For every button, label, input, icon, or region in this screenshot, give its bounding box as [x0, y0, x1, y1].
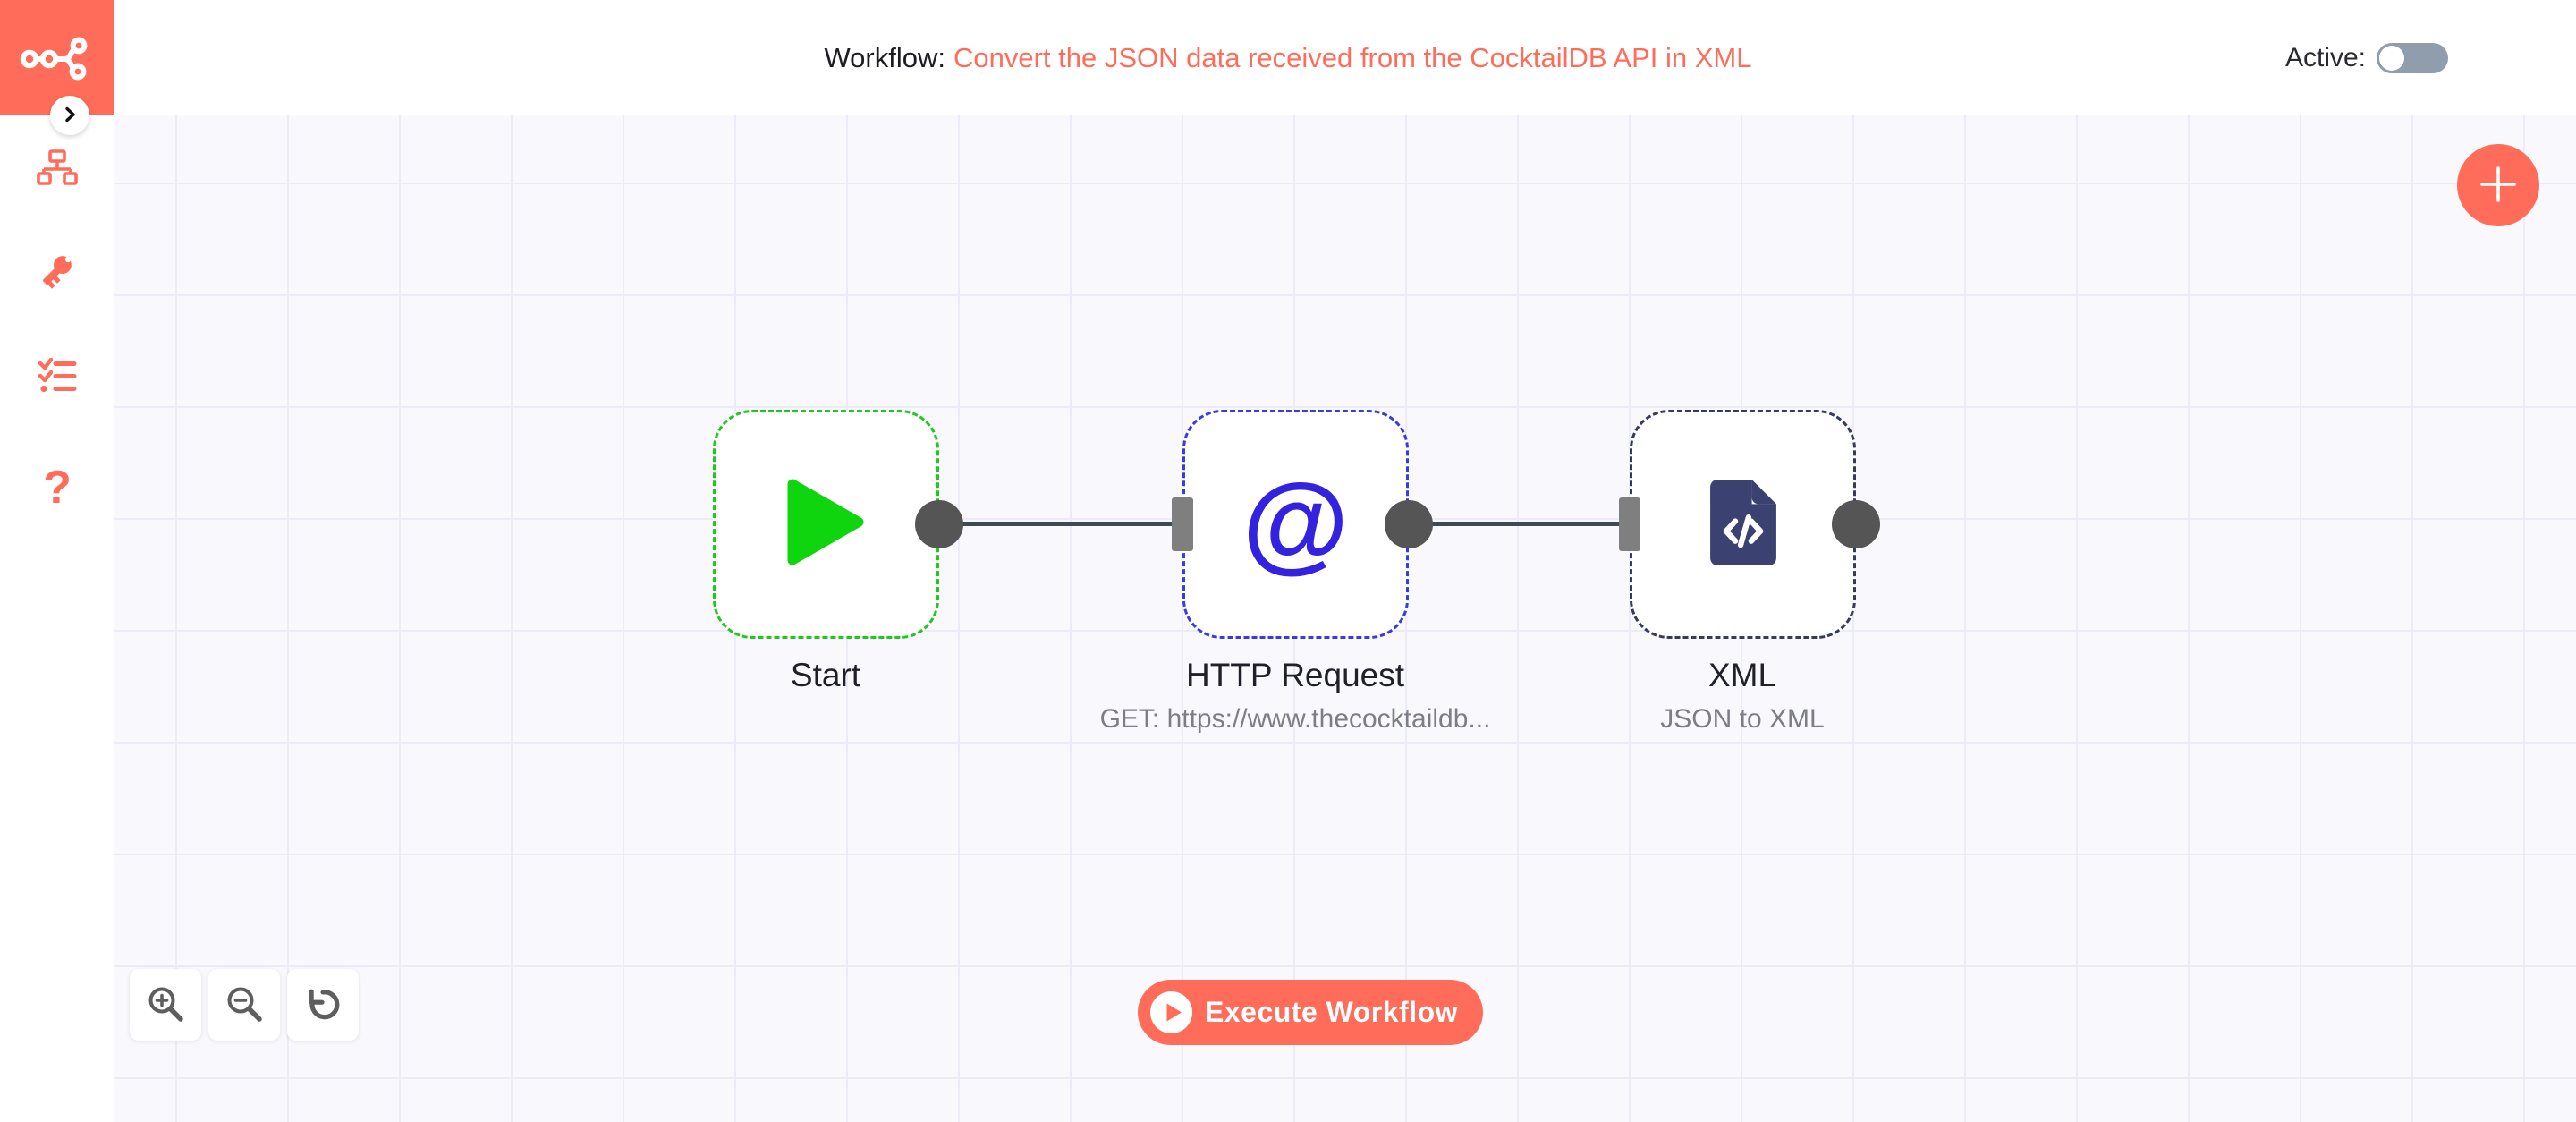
node-label: HTTP Request	[1185, 657, 1405, 693]
output-endpoint[interactable]	[1832, 500, 1880, 548]
zoom-out-button[interactable]	[208, 969, 280, 1041]
reset-zoom-button[interactable]	[287, 969, 359, 1041]
active-label: Active:	[2284, 42, 2366, 72]
sidebar-collapse-button[interactable]	[50, 96, 89, 135]
file-code-icon	[1709, 479, 1776, 570]
input-endpoint[interactable]	[1172, 497, 1193, 551]
plus-icon	[2480, 166, 2516, 205]
sidebar-item-workflows[interactable]	[36, 148, 79, 191]
execute-workflow-label: Execute Workflow	[1205, 996, 1459, 1028]
play-icon	[787, 478, 866, 571]
workflow-title: Workflow: Convert the JSON data received…	[0, 0, 2576, 115]
at-icon: @	[1242, 461, 1349, 582]
node-start[interactable]	[713, 410, 939, 639]
input-endpoint[interactable]	[1619, 497, 1640, 551]
workflow-title-label: Workflow:	[824, 41, 945, 73]
connection-line[interactable]	[939, 522, 1182, 526]
sidebar-item-executions[interactable]	[36, 354, 79, 397]
chevron-right-icon	[61, 106, 79, 126]
sidebar: ?	[0, 0, 114, 1122]
zoom-in-button[interactable]	[130, 969, 201, 1041]
workflow-canvas[interactable]: @ Start HTTP Request XML GET: https://ww…	[114, 115, 2576, 1122]
add-node-button[interactable]	[2457, 144, 2539, 226]
node-xml[interactable]	[1630, 410, 1856, 639]
node-subtitle: GET: https://www.thecocktaildb...	[1099, 704, 1491, 734]
sitemap-icon	[37, 149, 78, 190]
sidebar-item-credentials[interactable]	[36, 250, 79, 293]
node-label: Start	[790, 657, 861, 693]
node-http-request[interactable]: @	[1182, 410, 1409, 639]
workflow-title-text[interactable]: Convert the JSON data received from the …	[953, 41, 1752, 73]
sidebar-item-help[interactable]: ?	[36, 462, 79, 514]
active-toggle[interactable]	[2377, 42, 2448, 73]
key-icon	[37, 250, 78, 293]
active-control: Active:	[2285, 0, 2448, 115]
node-subtitle: JSON to XML	[1660, 704, 1825, 734]
connection-line[interactable]	[1409, 522, 1630, 526]
n8n-logo-icon	[19, 30, 96, 85]
output-endpoint[interactable]	[1385, 500, 1433, 548]
node-label: XML	[1707, 657, 1777, 693]
magnifier-minus-icon	[225, 984, 264, 1026]
output-endpoint[interactable]	[915, 500, 963, 548]
undo-icon	[303, 984, 343, 1026]
list-check-icon	[38, 356, 77, 396]
n8n-logo[interactable]	[0, 0, 114, 115]
header	[114, 0, 2576, 115]
magnifier-plus-icon	[146, 984, 185, 1026]
execute-workflow-button[interactable]: Execute Workflow	[1138, 980, 1484, 1045]
play-circle-icon	[1150, 991, 1192, 1033]
question-mark-icon: ?	[43, 462, 72, 514]
toggle-knob	[2379, 45, 2404, 71]
zoom-toolbar	[130, 969, 359, 1041]
